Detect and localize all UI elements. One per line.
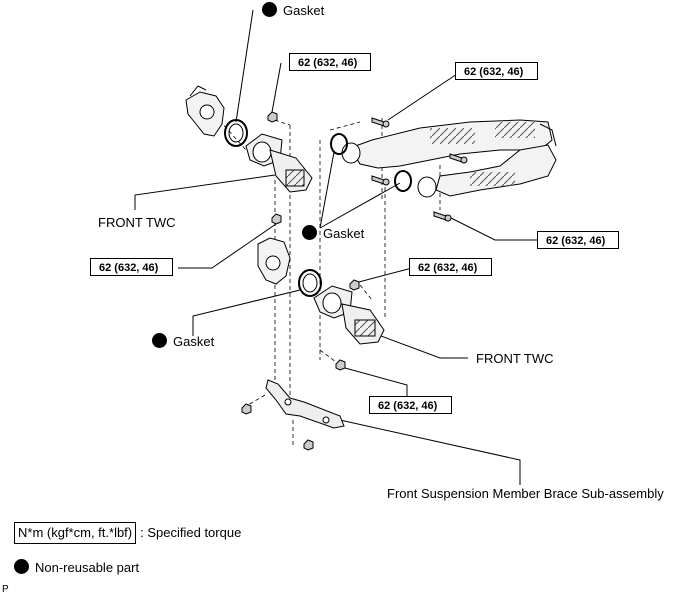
brace-shape <box>265 379 345 429</box>
legend-nonreusable-text: Non-reusable part <box>35 560 140 575</box>
nut-icon <box>271 213 282 225</box>
figure-mark: P <box>2 584 9 595</box>
legend-torque-unit-box: N*m (kgf*cm, ft.*lbf) <box>14 522 137 544</box>
lower-gasket-shape <box>298 269 322 297</box>
gasket-label-left: Gasket <box>152 333 214 350</box>
torque-box: 62 (632, 46) <box>90 258 173 276</box>
bolt-icon <box>371 117 390 128</box>
pipe-gasket-shape <box>330 133 348 155</box>
nonreusable-icon <box>152 333 167 348</box>
torque-box: 62 (632, 46) <box>369 396 452 414</box>
torque-box: 62 (632, 46) <box>289 53 371 71</box>
nut-icon <box>267 111 278 123</box>
leader-lines <box>134 9 537 485</box>
upper-exhaust-manifold <box>185 85 225 137</box>
nut-icon <box>349 279 360 291</box>
bolt-icon <box>433 211 452 222</box>
nonreusable-icon <box>262 2 277 17</box>
front-twc-label-upper: FRONT TWC <box>98 215 176 230</box>
brace-label: Front Suspension Member Brace Sub-assemb… <box>387 486 664 501</box>
gasket-label-middle: Gasket <box>302 225 364 242</box>
nut-icon <box>241 403 252 415</box>
legend-specified-torque: N*m (kgf*cm, ft.*lbf): Specified torque <box>14 522 241 544</box>
legend-nonreusable: Non-reusable part <box>14 559 139 577</box>
bolt-icon <box>449 153 468 164</box>
nonreusable-icon <box>302 225 317 240</box>
bolt-icon <box>371 175 390 186</box>
upper-front-twc-shape <box>245 133 313 193</box>
nut-icon <box>303 439 314 451</box>
nonreusable-icon <box>14 559 29 574</box>
torque-box: 62 (632, 46) <box>455 62 538 80</box>
pipe-gasket-shape <box>394 170 412 192</box>
torque-box: 62 (632, 46) <box>537 231 619 249</box>
lower-front-twc-shape <box>313 285 385 345</box>
torque-box: 62 (632, 46) <box>409 258 492 276</box>
front-twc-label-lower: FRONT TWC <box>476 351 554 366</box>
nut-icon <box>335 359 346 371</box>
upper-gasket-shape <box>224 119 248 147</box>
front-exhaust-pipe-shape <box>341 119 557 198</box>
legend-torque-text: : Specified torque <box>140 525 242 540</box>
gasket-label-top: Gasket <box>262 2 324 19</box>
lower-exhaust-manifold <box>257 237 291 285</box>
